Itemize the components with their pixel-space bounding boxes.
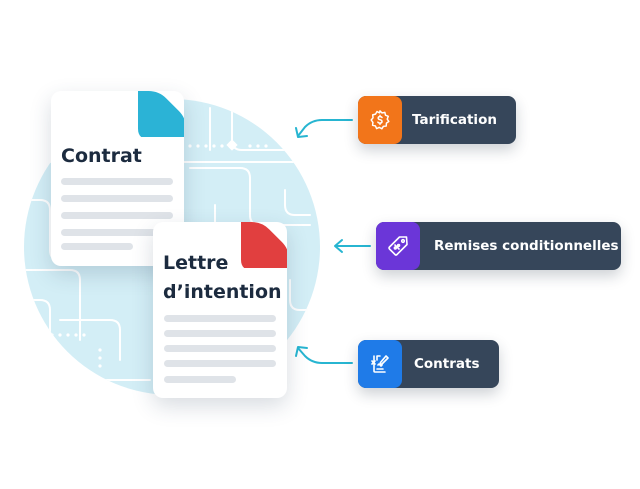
tag-label: Tarification <box>412 112 497 128</box>
arrowhead-contrats <box>295 346 308 357</box>
document-lettre-intention: Lettre d’intention <box>153 222 287 398</box>
discount-tag-icon <box>376 222 420 270</box>
text-line-placeholder <box>61 229 173 236</box>
arrow-contrats <box>297 347 353 364</box>
text-line-placeholder <box>61 195 173 202</box>
contract-edit-icon <box>358 340 402 388</box>
tag-remises-conditionnelles: Remises conditionnelles <box>376 222 621 270</box>
document-title: Lettre d’intention <box>163 249 282 307</box>
document-title-line: Contrat <box>61 145 142 167</box>
text-line-placeholder <box>61 178 173 185</box>
document-title-line: Lettre <box>163 252 229 274</box>
arrowhead-tarification <box>295 127 308 138</box>
connector-arrows <box>295 119 371 364</box>
text-line-placeholder <box>61 212 173 219</box>
price-badge-icon <box>358 96 402 144</box>
text-line-placeholder <box>61 243 133 250</box>
text-line-placeholder <box>164 345 276 352</box>
document-title: Contrat <box>61 142 142 171</box>
circuit-dots <box>42 139 268 368</box>
page-fold-corner <box>241 222 287 268</box>
page-fold-corner <box>138 91 184 137</box>
document-title-line: d’intention <box>163 281 282 303</box>
arrowhead-remises <box>334 239 343 253</box>
tag-contrats: Contrats <box>358 340 499 388</box>
text-line-placeholder <box>164 330 276 337</box>
tag-label: Remises conditionnelles <box>434 238 619 254</box>
tag-tarification: Tarification <box>358 96 516 144</box>
text-line-placeholder <box>164 315 276 322</box>
arrow-tarification <box>297 119 353 137</box>
text-line-placeholder <box>164 376 236 383</box>
tag-label: Contrats <box>414 356 480 372</box>
text-line-placeholder <box>164 360 276 367</box>
